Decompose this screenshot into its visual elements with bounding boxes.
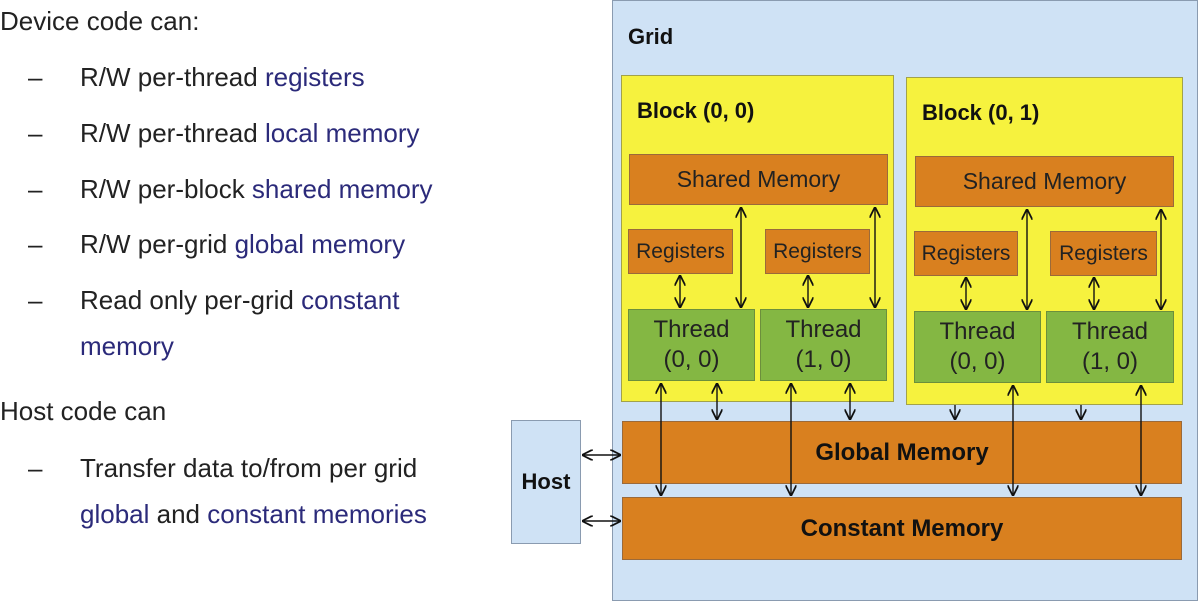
thread-0-0: Thread (0, 0) <box>914 311 1041 383</box>
block-label: Block (0, 0) <box>637 98 755 123</box>
device-item-global-memory: R/W per-grid global memory <box>80 229 405 259</box>
grid-label: Grid <box>628 24 674 49</box>
bullet-dash: – <box>28 118 43 148</box>
highlight-constant-memories: constant memories <box>207 499 427 529</box>
item-highlight: constant <box>301 285 400 315</box>
thread-index: (1, 0) <box>1081 348 1138 375</box>
item-mid: and <box>149 499 208 529</box>
registers: Registers <box>914 231 1018 276</box>
item-prefix: R/W per-grid <box>80 229 235 259</box>
thread-1-0: Thread (1, 0) <box>760 309 887 381</box>
registers: Registers <box>628 229 733 274</box>
registers: Registers <box>1050 231 1157 276</box>
thread-0-0: Thread (0, 0) <box>628 309 755 381</box>
block-label: Block (0, 1) <box>922 100 1040 125</box>
item-highlight: registers <box>264 62 365 92</box>
highlight-global: global <box>80 499 150 529</box>
global-memory: Global Memory <box>622 421 1182 484</box>
device-item-constant-memory: Read only per-grid constant <box>80 285 399 315</box>
thread-label: Thread <box>1071 318 1149 345</box>
shared-memory: Shared Memory <box>629 154 888 205</box>
host-code-heading: Host code can <box>0 396 167 426</box>
item-prefix: Read only per-grid <box>80 285 302 315</box>
bullet-dash: – <box>28 174 43 204</box>
bullet-dash: – <box>28 453 43 483</box>
device-item-constant-memory-line2: memory <box>80 331 174 361</box>
thread-1-0: Thread (1, 0) <box>1046 311 1174 383</box>
bullet-dash: – <box>28 229 43 259</box>
thread-label: Thread <box>653 316 730 343</box>
item-prefix: R/W per-block <box>80 174 252 204</box>
bullet-dash: – <box>28 62 43 92</box>
item-highlight: shared memory <box>251 174 433 204</box>
thread-index: (0, 0) <box>663 346 720 373</box>
bullet-dash: – <box>28 285 43 315</box>
registers: Registers <box>765 229 870 274</box>
host-item-line2: global and constant memories <box>80 499 427 529</box>
device-code-heading: Device code can: <box>0 6 200 36</box>
thread-label: Thread <box>785 316 862 343</box>
device-item-registers: R/W per-thread registers <box>80 62 365 92</box>
item-highlight: global memory <box>234 229 406 259</box>
host-item-line1: Transfer data to/from per grid <box>80 453 418 483</box>
shared-memory: Shared Memory <box>915 156 1174 207</box>
item-prefix: R/W per-thread <box>80 62 265 92</box>
host-box: Host <box>511 420 581 544</box>
constant-memory: Constant Memory <box>622 497 1182 560</box>
item-highlight: local memory <box>264 118 420 148</box>
device-item-shared-memory: R/W per-block shared memory <box>80 174 433 204</box>
thread-index: (1, 0) <box>795 346 852 373</box>
item-prefix: R/W per-thread <box>80 118 265 148</box>
thread-label: Thread <box>939 318 1016 345</box>
device-item-local-memory: R/W per-thread local memory <box>80 118 420 148</box>
thread-index: (0, 0) <box>949 348 1006 375</box>
